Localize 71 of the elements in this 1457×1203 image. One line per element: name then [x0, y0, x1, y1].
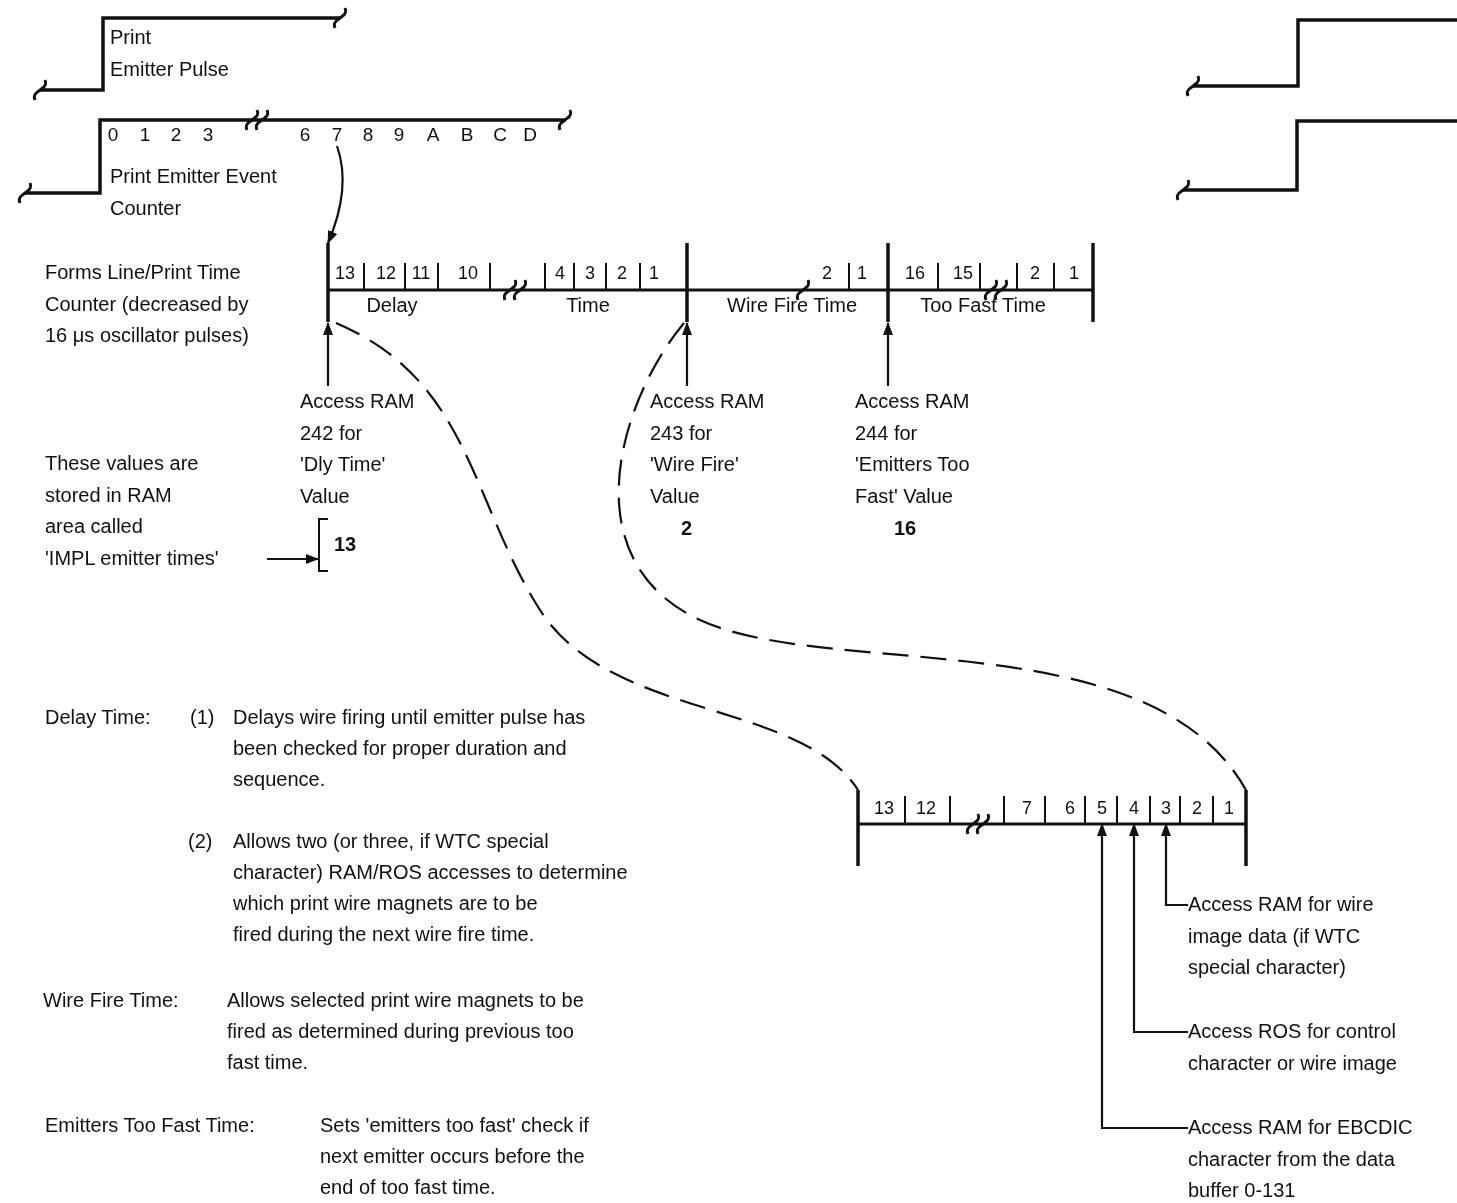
cell-number: 16 [905, 262, 925, 285]
segment-label: Delay [366, 293, 418, 317]
arrow [323, 322, 333, 386]
dashed-connector [335, 322, 859, 791]
term-label: Delay Time: [45, 705, 151, 730]
counter-digit: 7 [329, 124, 345, 146]
cell-number: 2 [1030, 262, 1040, 285]
cell-number: 5 [1094, 796, 1110, 824]
counter-digit: 0 [107, 124, 119, 146]
definition-text: Allows two (or three, if WTC special character) RAM/ROS accesses to determine which print wire magnets are to be fired during the next wire fire time. [233, 829, 628, 947]
arrow [883, 322, 893, 386]
access-note: Access ROS for control character or wire image [1188, 1016, 1453, 1079]
counter-description: Forms Line/Print Time Counter (decreased by 16 μs oscillator pulses) [45, 260, 249, 348]
counter-digit: 6 [299, 124, 311, 146]
cell-number: 1 [649, 262, 659, 285]
segment-label: Too Fast Time [920, 293, 1046, 317]
cell-number: 1 [1224, 797, 1234, 820]
cell-number: 7 [1022, 797, 1032, 820]
arrow [1161, 823, 1188, 907]
waveform-label: Print Emitter Pulse [110, 25, 229, 82]
arrow [267, 554, 319, 564]
arrow [327, 145, 344, 244]
counter-digit: 8 [362, 124, 374, 146]
cell-number: 4 [555, 262, 565, 285]
access-note: Access RAM 244 for 'Emitters Too Fast' Value [855, 386, 1015, 512]
cell-number: 12 [376, 262, 396, 285]
term-label: Wire Fire Time: [43, 988, 179, 1013]
waveform-label: Print Emitter Event Counter [110, 164, 277, 221]
cell-number: 1 [1069, 262, 1079, 285]
cell-number: 13 [335, 262, 355, 285]
dashed-connector [618, 322, 1247, 791]
cell-number: 2 [822, 262, 832, 285]
item-number: (2) [188, 829, 213, 854]
counter-digit: B [460, 124, 474, 146]
counter-digit: 2 [170, 124, 182, 146]
counter-digit: D [523, 124, 537, 146]
cell-number: 11 [411, 262, 431, 285]
cell-number: 1 [857, 262, 867, 285]
counter-digit: 1 [139, 124, 151, 146]
cell-number: 15 [953, 262, 973, 285]
access-note: Access RAM 243 for 'Wire Fire' Value [650, 386, 800, 512]
stored-value: 13 [334, 532, 357, 556]
cell-number: 12 [916, 797, 936, 820]
value-text: 2 [681, 516, 693, 541]
cell-number: 13 [874, 797, 894, 820]
counter-digit: C [493, 124, 507, 146]
cell-number: 3 [1158, 796, 1174, 824]
value-text: 16 [894, 516, 917, 541]
cell-number: 6 [1065, 797, 1075, 820]
cell-number: 4 [1126, 796, 1142, 824]
item-number: (1) [190, 705, 215, 730]
definition-text: Allows selected print wire magnets to be fired as determined during previous too fast time. [227, 988, 584, 1075]
arrow [1097, 823, 1188, 1130]
cell-number: 3 [585, 262, 595, 285]
access-note: Access RAM 242 for 'Dly Time' Value [300, 386, 440, 512]
counter-digit: A [426, 124, 440, 146]
access-note: Access RAM for wire image data (if WTC special character) [1188, 889, 1453, 984]
segment-label: Wire Fire Time [727, 293, 857, 317]
arrow [682, 322, 692, 386]
segment-label: Time [566, 293, 610, 317]
arrow [1129, 823, 1188, 1034]
cell-number: 10 [458, 262, 478, 285]
definition-text: Sets 'emitters too fast' check if next emitter occurs before the end of too fast time. [320, 1113, 589, 1200]
access-note: Access RAM for EBCDIC character from the data buffer 0-131 [1188, 1112, 1457, 1203]
cell-number: 2 [1192, 797, 1202, 820]
cell-number: 2 [617, 262, 627, 285]
term-label: Emitters Too Fast Time: [45, 1113, 255, 1138]
counter-digit: 3 [202, 124, 214, 146]
storage-note: These values are stored in RAM area called 'IMPL emitter times' [45, 448, 267, 574]
definition-text: Delays wire firing until emitter pulse has been checked for proper duration and sequence. [233, 705, 586, 792]
counter-digit: 9 [393, 124, 405, 146]
